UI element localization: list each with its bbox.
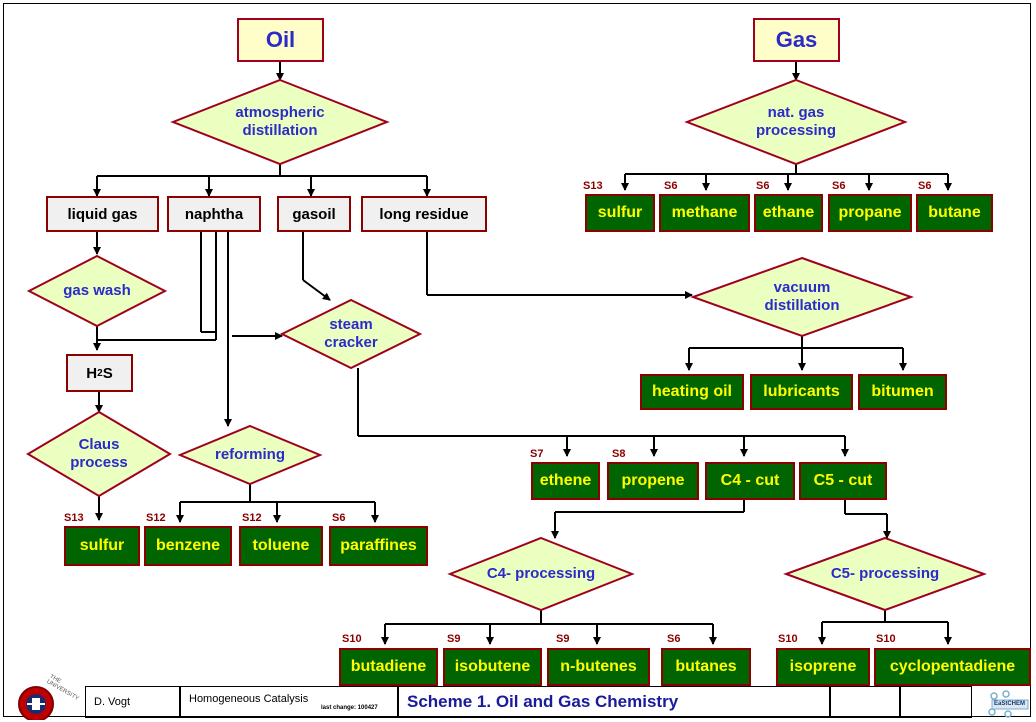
ref-cyclopentadiene: S10 <box>876 633 896 645</box>
diamond-steam-cracker <box>279 298 423 370</box>
footer-author: D. Vogt <box>94 696 131 708</box>
product-toluene: toluene <box>239 526 323 566</box>
naphtha-box: naphtha <box>167 196 261 232</box>
diamond-gas-wash <box>26 254 168 328</box>
product-butadiene: butadiene <box>339 648 438 686</box>
product-lubricants: lubricants <box>750 374 853 410</box>
ref-n-butenes: S9 <box>556 633 570 645</box>
product-isoprene: isoprene <box>776 648 870 686</box>
h2s-subscript: 2 <box>97 367 103 379</box>
ref-butanes: S6 <box>667 633 681 645</box>
long-residue-box: long residue <box>361 196 487 232</box>
eastchem-logo-text: EaStCHEM <box>994 701 1026 707</box>
diamond-gas-processing <box>684 78 908 166</box>
product-heating-oil: heating oil <box>640 374 744 410</box>
ref-gas-sulfur: S13 <box>583 180 603 192</box>
footer-author-cell: D. Vogt <box>85 686 180 718</box>
h2s-s: S <box>102 364 113 382</box>
footer-blank-cell <box>830 686 900 718</box>
ref-propene: S8 <box>612 448 626 460</box>
footer-course: Homogeneous Catalysis <box>189 693 309 705</box>
product-propane: propane <box>828 194 912 232</box>
ref-isobutene: S9 <box>447 633 461 645</box>
footer-course-cell: Homogeneous Catalysis last change: 10042… <box>180 686 398 718</box>
product-methane: methane <box>659 194 750 232</box>
footer-title-cell: Scheme 1. Oil and Gas Chemistry <box>398 686 830 718</box>
h2s-h: H <box>86 364 98 382</box>
product-bitumen: bitumen <box>858 374 947 410</box>
ref-ethene: S7 <box>530 448 544 460</box>
ref-butane: S6 <box>918 180 932 192</box>
product-paraffines: paraffines <box>329 526 428 566</box>
gasoil-box: gasoil <box>277 196 351 232</box>
product-butanes: butanes <box>661 648 751 686</box>
ref-ethane: S6 <box>756 180 770 192</box>
product-benzene: benzene <box>144 526 232 566</box>
product-isobutene: isobutene <box>443 648 542 686</box>
ref-methane: S6 <box>664 180 678 192</box>
page-frame <box>3 3 1031 717</box>
oil-source-box: Oil <box>237 18 324 62</box>
ref-benzene: S12 <box>146 512 166 524</box>
footer-title: Scheme 1. Oil and Gas Chemistry <box>407 692 679 711</box>
product-ethane: ethane <box>754 194 823 232</box>
ref-paraffines: S6 <box>332 512 346 524</box>
eastchem-logo: EaStCHEM <box>986 690 1030 718</box>
ref-claus-sulfur: S13 <box>64 512 84 524</box>
gas-source-box: Gas <box>753 18 840 62</box>
university-logo: THE UNIVERSITY <box>14 674 80 720</box>
product-propene: propene <box>607 462 699 500</box>
diamond-c5-processing <box>783 536 987 612</box>
ref-butadiene: S10 <box>342 633 362 645</box>
product-butane: butane <box>916 194 993 232</box>
product-n-butenes: n-butenes <box>547 648 650 686</box>
diamond-reforming <box>177 424 323 486</box>
liquid-gas-box: liquid gas <box>46 196 159 232</box>
diamond-claus <box>26 410 172 498</box>
footer-blank-cell-2 <box>900 686 972 718</box>
product-claus-sulfur: sulfur <box>64 526 140 566</box>
ref-propane: S6 <box>832 180 846 192</box>
crest-icon <box>18 686 54 720</box>
product-c4-cut: C4 - cut <box>705 462 795 500</box>
product-c5-cut: C5 - cut <box>799 462 887 500</box>
network-icon <box>988 690 1029 718</box>
diamond-vacuum-distillation <box>690 256 914 338</box>
diamond-c4-processing <box>447 536 635 612</box>
product-gas-sulfur: sulfur <box>585 194 655 232</box>
ref-toluene: S12 <box>242 512 262 524</box>
diamond-atmospheric-distillation <box>170 78 390 166</box>
product-ethene: ethene <box>531 462 600 500</box>
ref-isoprene: S10 <box>778 633 798 645</box>
product-cyclopentadiene: cyclopentadiene <box>874 648 1031 686</box>
footer-last-change: last change: 100427 <box>321 705 378 711</box>
